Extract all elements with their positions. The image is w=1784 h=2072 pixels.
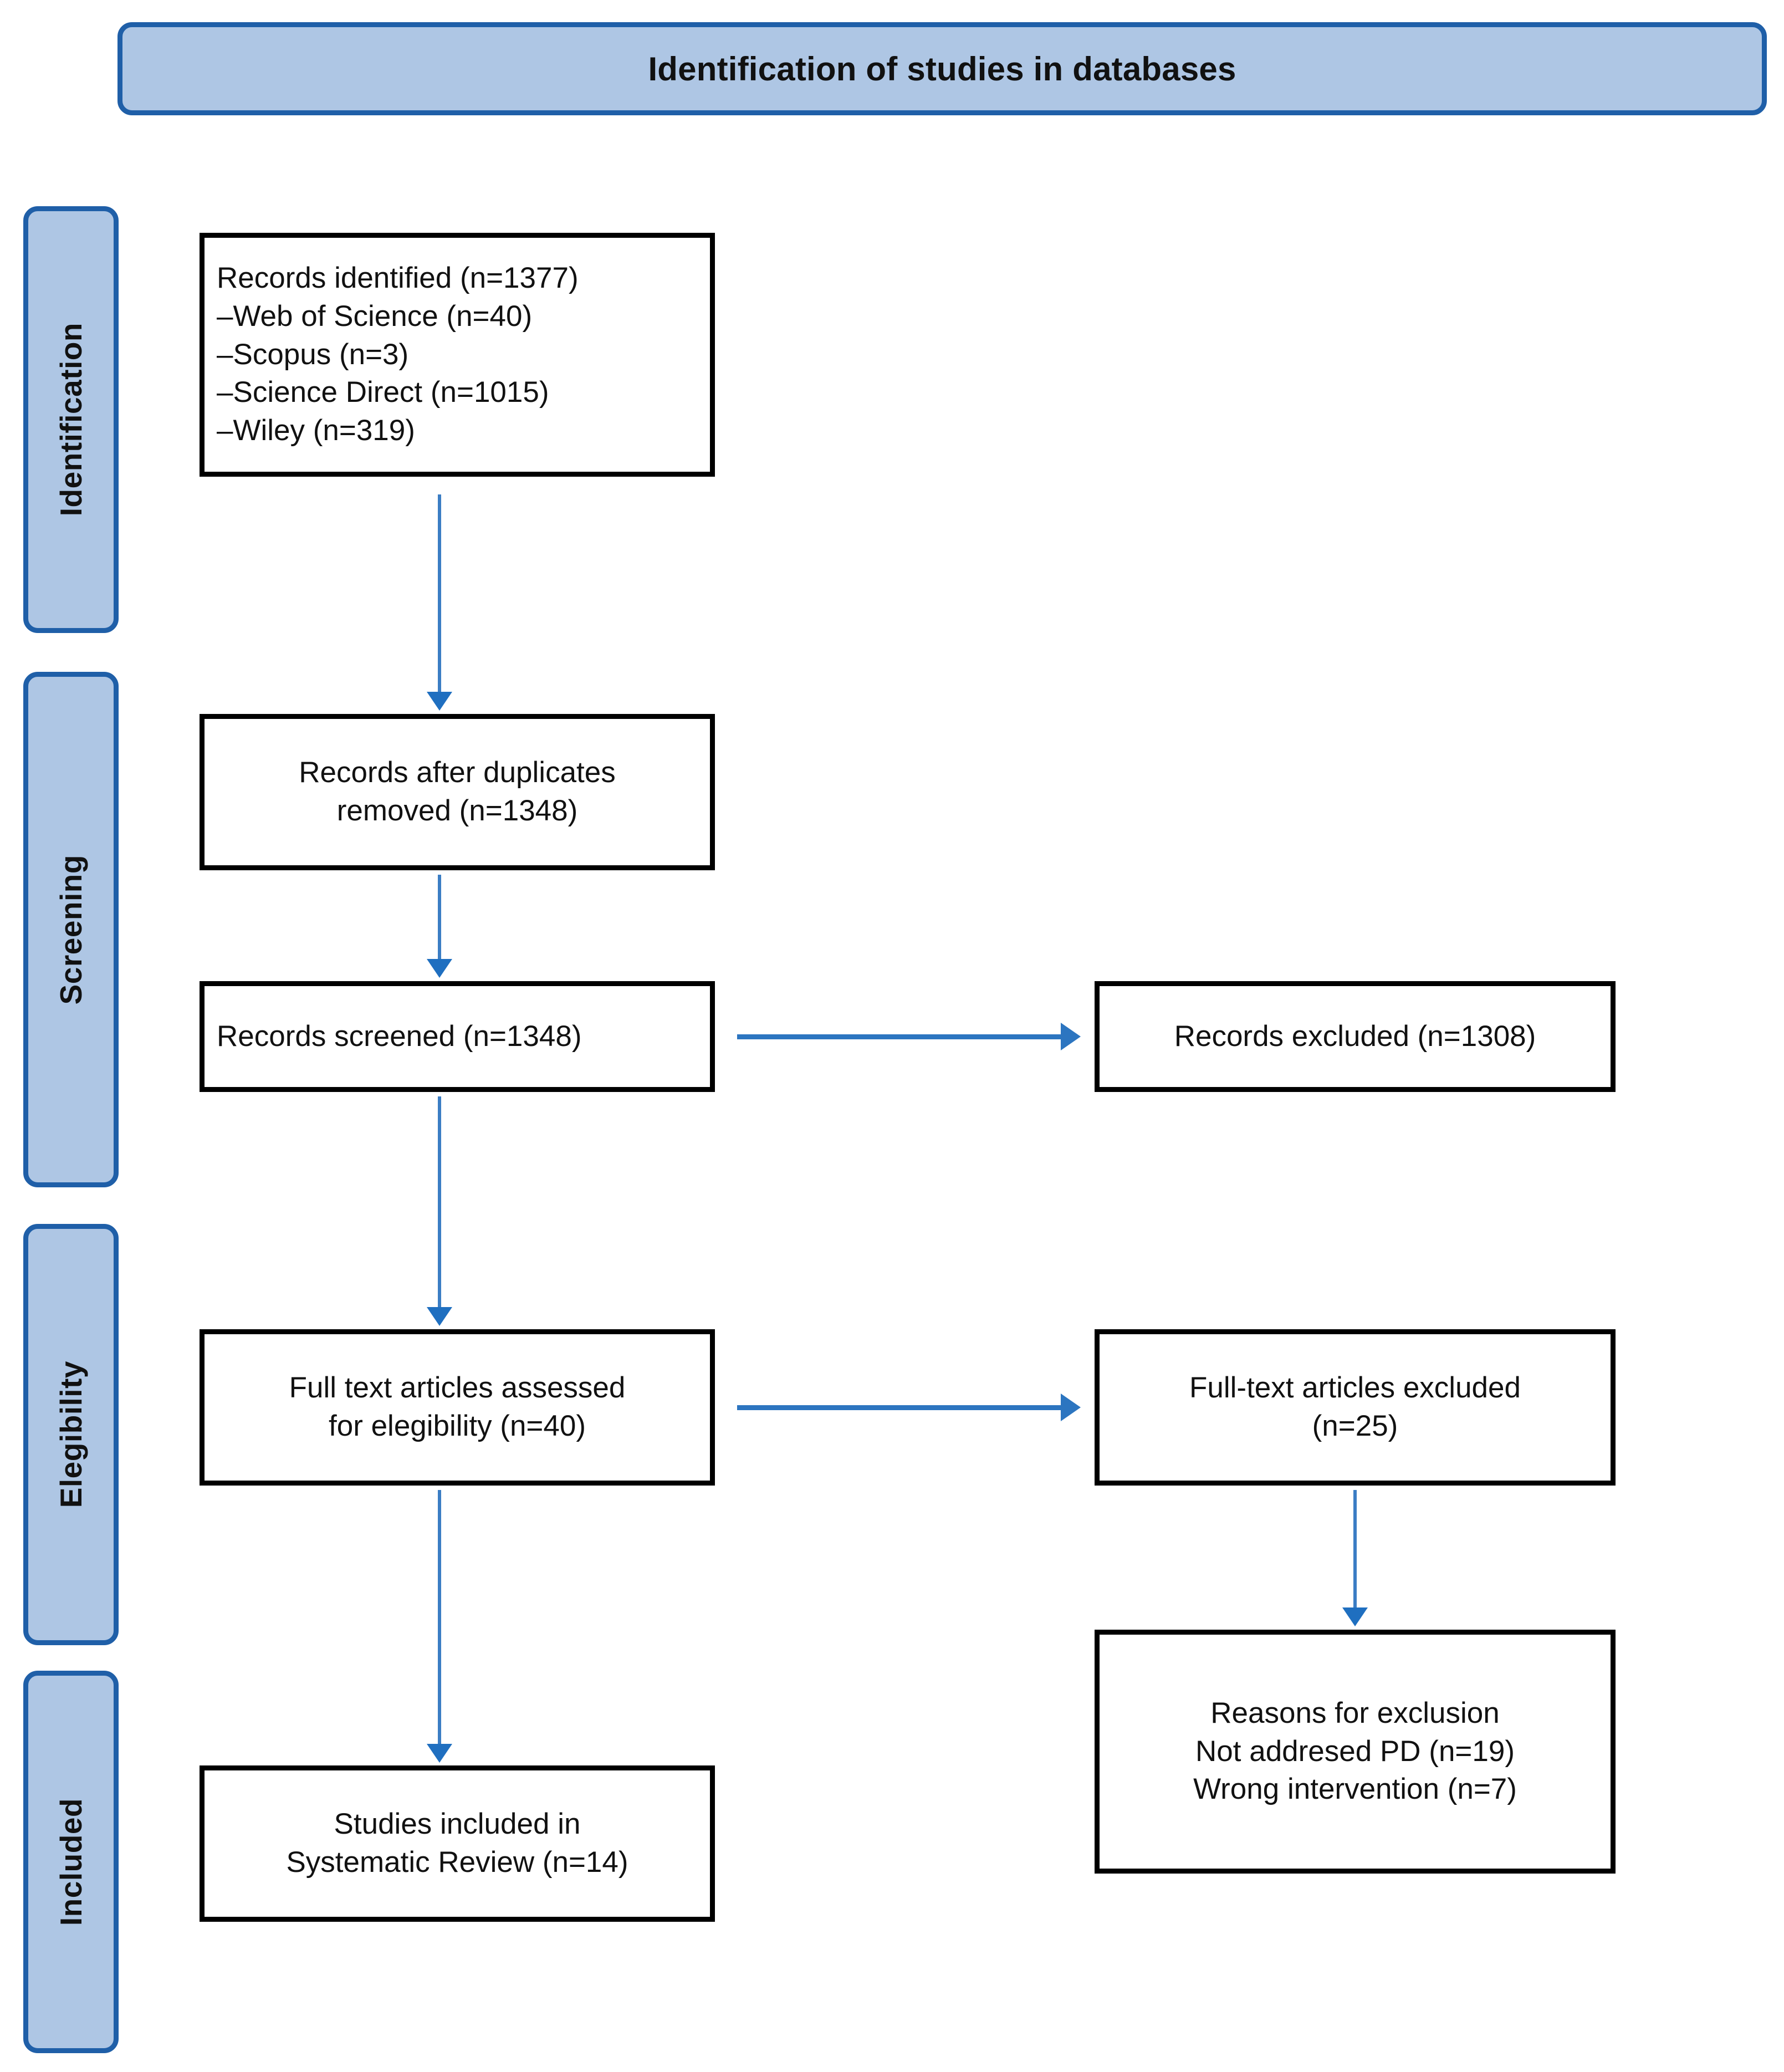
stage-box-identification: Identification: [23, 206, 119, 633]
records-identified-wiley: –Wiley (n=319): [217, 414, 415, 447]
duplicates-line-2: removed (n=1348): [336, 794, 578, 827]
diagram-title: Identification of studies in databases: [648, 50, 1236, 88]
stage-label-included: Included: [54, 1798, 88, 1926]
arrow-shaft: [438, 1490, 441, 1744]
arrow-head-down-icon: [427, 1744, 452, 1763]
flow-box-fulltext-articles-excluded: Full-text articles excluded (n=25): [1095, 1329, 1616, 1486]
diagram-header-banner: Identification of studies in databases: [117, 22, 1767, 115]
arrow-head-down-icon: [1342, 1607, 1368, 1626]
arrow-head-down-icon: [427, 1307, 452, 1326]
fulltext-assessed-line-1: Full text articles assessed: [289, 1371, 626, 1405]
reasons-not-addressed-pd: Not addresed PD (n=19): [1195, 1734, 1515, 1768]
studies-included-line-2: Systematic Review (n=14): [286, 1846, 628, 1879]
arrow-excluded-to-reasons-icon: [1342, 1490, 1368, 1626]
arrow-head-right-icon: [1061, 1394, 1081, 1421]
arrow-shaft: [438, 875, 441, 959]
fulltext-excluded-line-1: Full-text articles excluded: [1189, 1371, 1521, 1405]
arrow-shaft: [1353, 1490, 1357, 1607]
fulltext-excluded-line-2: (n=25): [1312, 1410, 1398, 1442]
arrow-head-down-icon: [427, 959, 452, 978]
reasons-heading: Reasons for exclusion: [1210, 1696, 1500, 1729]
records-excluded-text: Records excluded (n=1308): [1174, 1019, 1536, 1053]
arrow-head-right-icon: [1061, 1023, 1081, 1050]
records-identified-scopus: –Scopus (n=3): [217, 338, 409, 371]
arrow-screened-to-excluded-icon: [737, 1023, 1081, 1050]
stage-box-eligibility: Elegibility: [23, 1224, 119, 1645]
arrow-duplicates-to-screened-icon: [427, 875, 452, 978]
arrow-shaft: [737, 1034, 1061, 1039]
flow-box-fulltext-articles-assessed: Full text articles assessed for elegibil…: [200, 1329, 715, 1486]
duplicates-line-1: Records after duplicates: [299, 756, 616, 789]
records-identified-science-direct: –Science Direct (n=1015): [217, 376, 549, 409]
arrow-shaft: [438, 1096, 441, 1307]
arrow-fulltext-to-fulltext-excluded-icon: [737, 1394, 1081, 1421]
flow-box-studies-included: Studies included in Systematic Review (n…: [200, 1765, 715, 1922]
reasons-wrong-intervention: Wrong intervention (n=7): [1193, 1773, 1517, 1806]
stage-label-eligibility: Elegibility: [54, 1361, 88, 1508]
arrow-fulltext-to-included-icon: [427, 1490, 452, 1763]
arrow-identified-to-duplicates-icon: [427, 494, 452, 711]
flow-box-reasons-for-exclusion: Reasons for exclusion Not addresed PD (n…: [1095, 1630, 1616, 1874]
studies-included-line-1: Studies included in: [334, 1808, 581, 1841]
arrow-screened-to-fulltext-icon: [427, 1096, 452, 1326]
arrow-shaft: [438, 494, 441, 692]
flow-box-records-screened: Records screened (n=1348): [200, 981, 715, 1092]
records-identified-web-of-science: –Web of Science (n=40): [217, 299, 533, 333]
records-identified-total: Records identified (n=1377): [217, 261, 579, 294]
stage-label-screening: Screening: [54, 854, 88, 1005]
records-screened-text: Records screened (n=1348): [217, 1019, 582, 1053]
stage-box-screening: Screening: [23, 672, 119, 1187]
flow-box-records-after-duplicates-removed: Records after duplicates removed (n=1348…: [200, 714, 715, 870]
stage-box-included: Included: [23, 1671, 119, 2053]
arrow-head-down-icon: [427, 692, 452, 711]
fulltext-assessed-line-2: for elegibility (n=40): [329, 1410, 586, 1442]
arrow-shaft: [737, 1405, 1061, 1410]
stage-label-identification: Identification: [54, 323, 88, 517]
flow-box-records-identified: Records identified (n=1377) –Web of Scie…: [200, 233, 715, 477]
flow-box-records-excluded: Records excluded (n=1308): [1095, 981, 1616, 1092]
